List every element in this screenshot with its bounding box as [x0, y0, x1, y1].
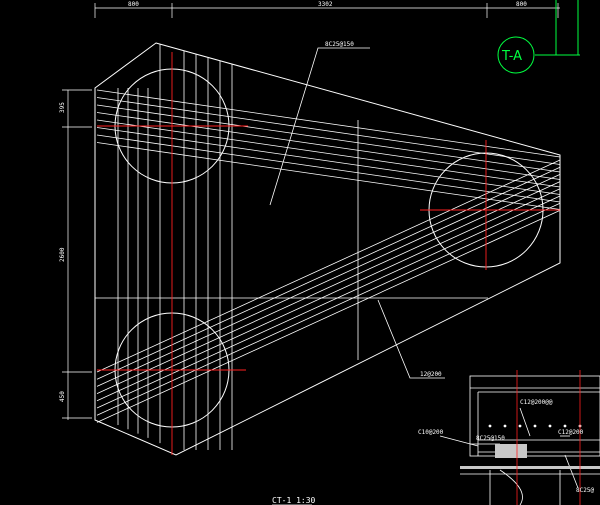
section-label-a: C12@200@@ — [520, 399, 553, 406]
rebar-line — [96, 188, 561, 402]
rebar-line — [96, 119, 561, 188]
section-label-e: 8C25@ — [576, 487, 594, 494]
drawing-title: CT-1 1:30 — [272, 496, 316, 505]
dim-left-bottom: 450 — [59, 391, 66, 402]
dim-top-middle: 3302 — [318, 1, 333, 8]
pile-cap-outline — [94, 42, 561, 456]
section-label-b: C10@200 — [418, 429, 444, 436]
label-bottom-bar: 12@200 — [420, 371, 442, 378]
section-fill — [460, 444, 600, 469]
section-marks — [516, 370, 581, 505]
rebar-line — [96, 104, 561, 173]
dim-top-right: 800 — [516, 1, 527, 8]
dim-top-left: 800 — [128, 1, 139, 8]
rebar-line — [96, 134, 561, 203]
dim-left-top: 395 — [59, 102, 66, 113]
label-top-bar: 8C25@150 — [325, 41, 354, 48]
rebar-line — [96, 174, 561, 387]
inner-lines — [95, 120, 488, 360]
center-lines — [97, 52, 560, 455]
rebar-mesh — [96, 44, 561, 450]
rebar-line — [96, 159, 561, 373]
rebar-line — [96, 112, 561, 180]
rebar-line — [96, 195, 561, 409]
leader-lines — [269, 47, 445, 379]
rebar-line — [96, 127, 561, 195]
section-bars — [488, 424, 582, 428]
rebar-line — [96, 202, 561, 416]
section-label-c: 8C25@150 — [476, 435, 505, 442]
rebar-line — [96, 166, 561, 380]
rebar-line — [96, 142, 561, 210]
dim-left-middle: 2600 — [59, 247, 66, 262]
section-detail — [439, 375, 600, 505]
top-dimension — [94, 3, 560, 18]
rebar-line — [96, 181, 561, 394]
rebar-line — [96, 210, 561, 423]
grid-tag — [497, 0, 580, 74]
section-label-d: C12@200 — [558, 429, 584, 436]
rebar-line — [96, 89, 561, 158]
rebar-line — [96, 97, 561, 165]
left-dimension — [62, 89, 92, 420]
grid-tag-label: T-A — [501, 49, 522, 64]
